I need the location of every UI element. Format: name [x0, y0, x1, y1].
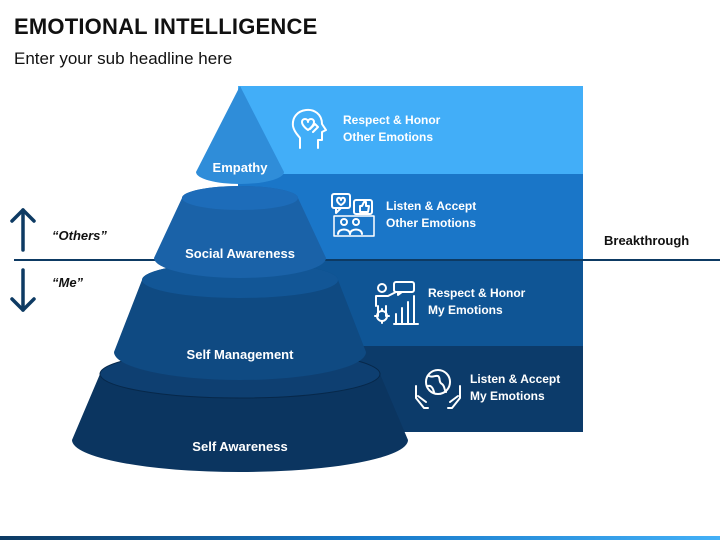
others-label: “Others”	[52, 228, 107, 243]
tier-label-empathy: Empathy	[212, 160, 268, 175]
band-respect-others: Respect & Honor Other Emotions	[238, 86, 583, 174]
page-subtitle: Enter your sub headline here	[14, 49, 233, 68]
footer-accent-bar	[0, 536, 720, 540]
band-text-line2: My Emotions	[470, 389, 545, 403]
head-heart-icon	[291, 108, 327, 149]
arrow-up-icon	[10, 208, 36, 252]
breakthrough-label: Breakthrough	[604, 233, 690, 248]
breakthrough-line	[14, 259, 720, 261]
band-text-line2: My Emotions	[428, 303, 503, 317]
band-text-line2: Other Emotions	[343, 130, 434, 144]
chat-bubbles-icon	[331, 193, 375, 237]
presenter-chart-icon	[374, 281, 419, 325]
tier-label-social-awareness: Social Awareness	[185, 246, 295, 261]
globe-hands-icon	[415, 369, 461, 409]
tier-label-self-management: Self Management	[186, 347, 294, 362]
tier-label-self-awareness: Self Awareness	[192, 439, 288, 454]
band-text-line1: Respect & Honor	[428, 286, 526, 300]
tier-social-awareness	[154, 186, 326, 278]
band-text-line1: Listen & Accept	[386, 199, 477, 213]
tier-empathy	[196, 86, 284, 184]
page-title: EMOTIONAL INTELLIGENCE	[14, 14, 318, 39]
tier-self-management	[114, 262, 366, 380]
arrow-down-icon	[10, 268, 36, 312]
me-label: “Me”	[52, 275, 84, 290]
band-text-line1: Respect & Honor	[343, 113, 441, 127]
band-text-line1: Listen & Accept	[470, 372, 561, 386]
band-text-line2: Other Emotions	[386, 216, 477, 230]
